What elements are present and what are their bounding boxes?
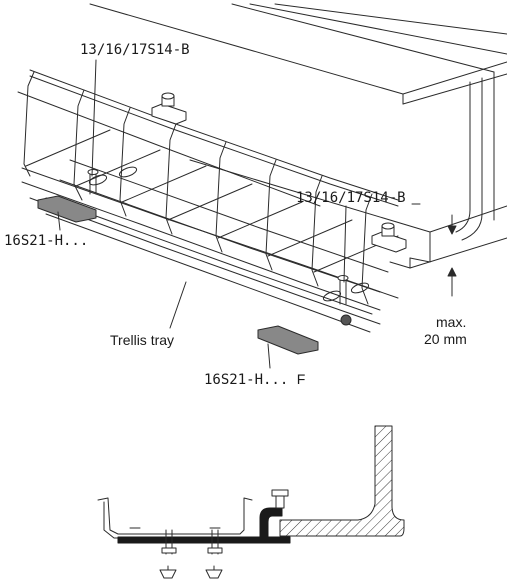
beam-clamp-top	[151, 92, 187, 125]
max-value-label: 20 mm	[424, 331, 467, 347]
part-label-plate-center-code: 16S21-H...	[204, 372, 289, 388]
max-label: max.	[436, 314, 467, 330]
trellis-tray-iso	[17, 69, 399, 333]
bolt-left	[87, 169, 99, 195]
support-plate-right	[257, 325, 319, 355]
part-label-plate-left: 16S21-H...	[4, 233, 89, 249]
part-label-plate-center-suffix: F	[296, 371, 306, 387]
part-label-clamp-right: 13/16/17S14-B	[296, 190, 406, 206]
loose-nuts	[159, 565, 223, 579]
leader-lines	[57, 59, 421, 369]
cross-section	[97, 425, 405, 555]
tray-label: Trellis tray	[110, 332, 175, 348]
part-label-plate-center: 16S21-H... F	[204, 371, 305, 388]
support-plate-left	[37, 195, 97, 223]
dimension-marker	[447, 214, 457, 297]
beam-clamp-right	[371, 222, 407, 253]
bolt-right	[337, 275, 352, 326]
part-label-clamp-left: 13/16/17S14-B	[80, 42, 190, 58]
